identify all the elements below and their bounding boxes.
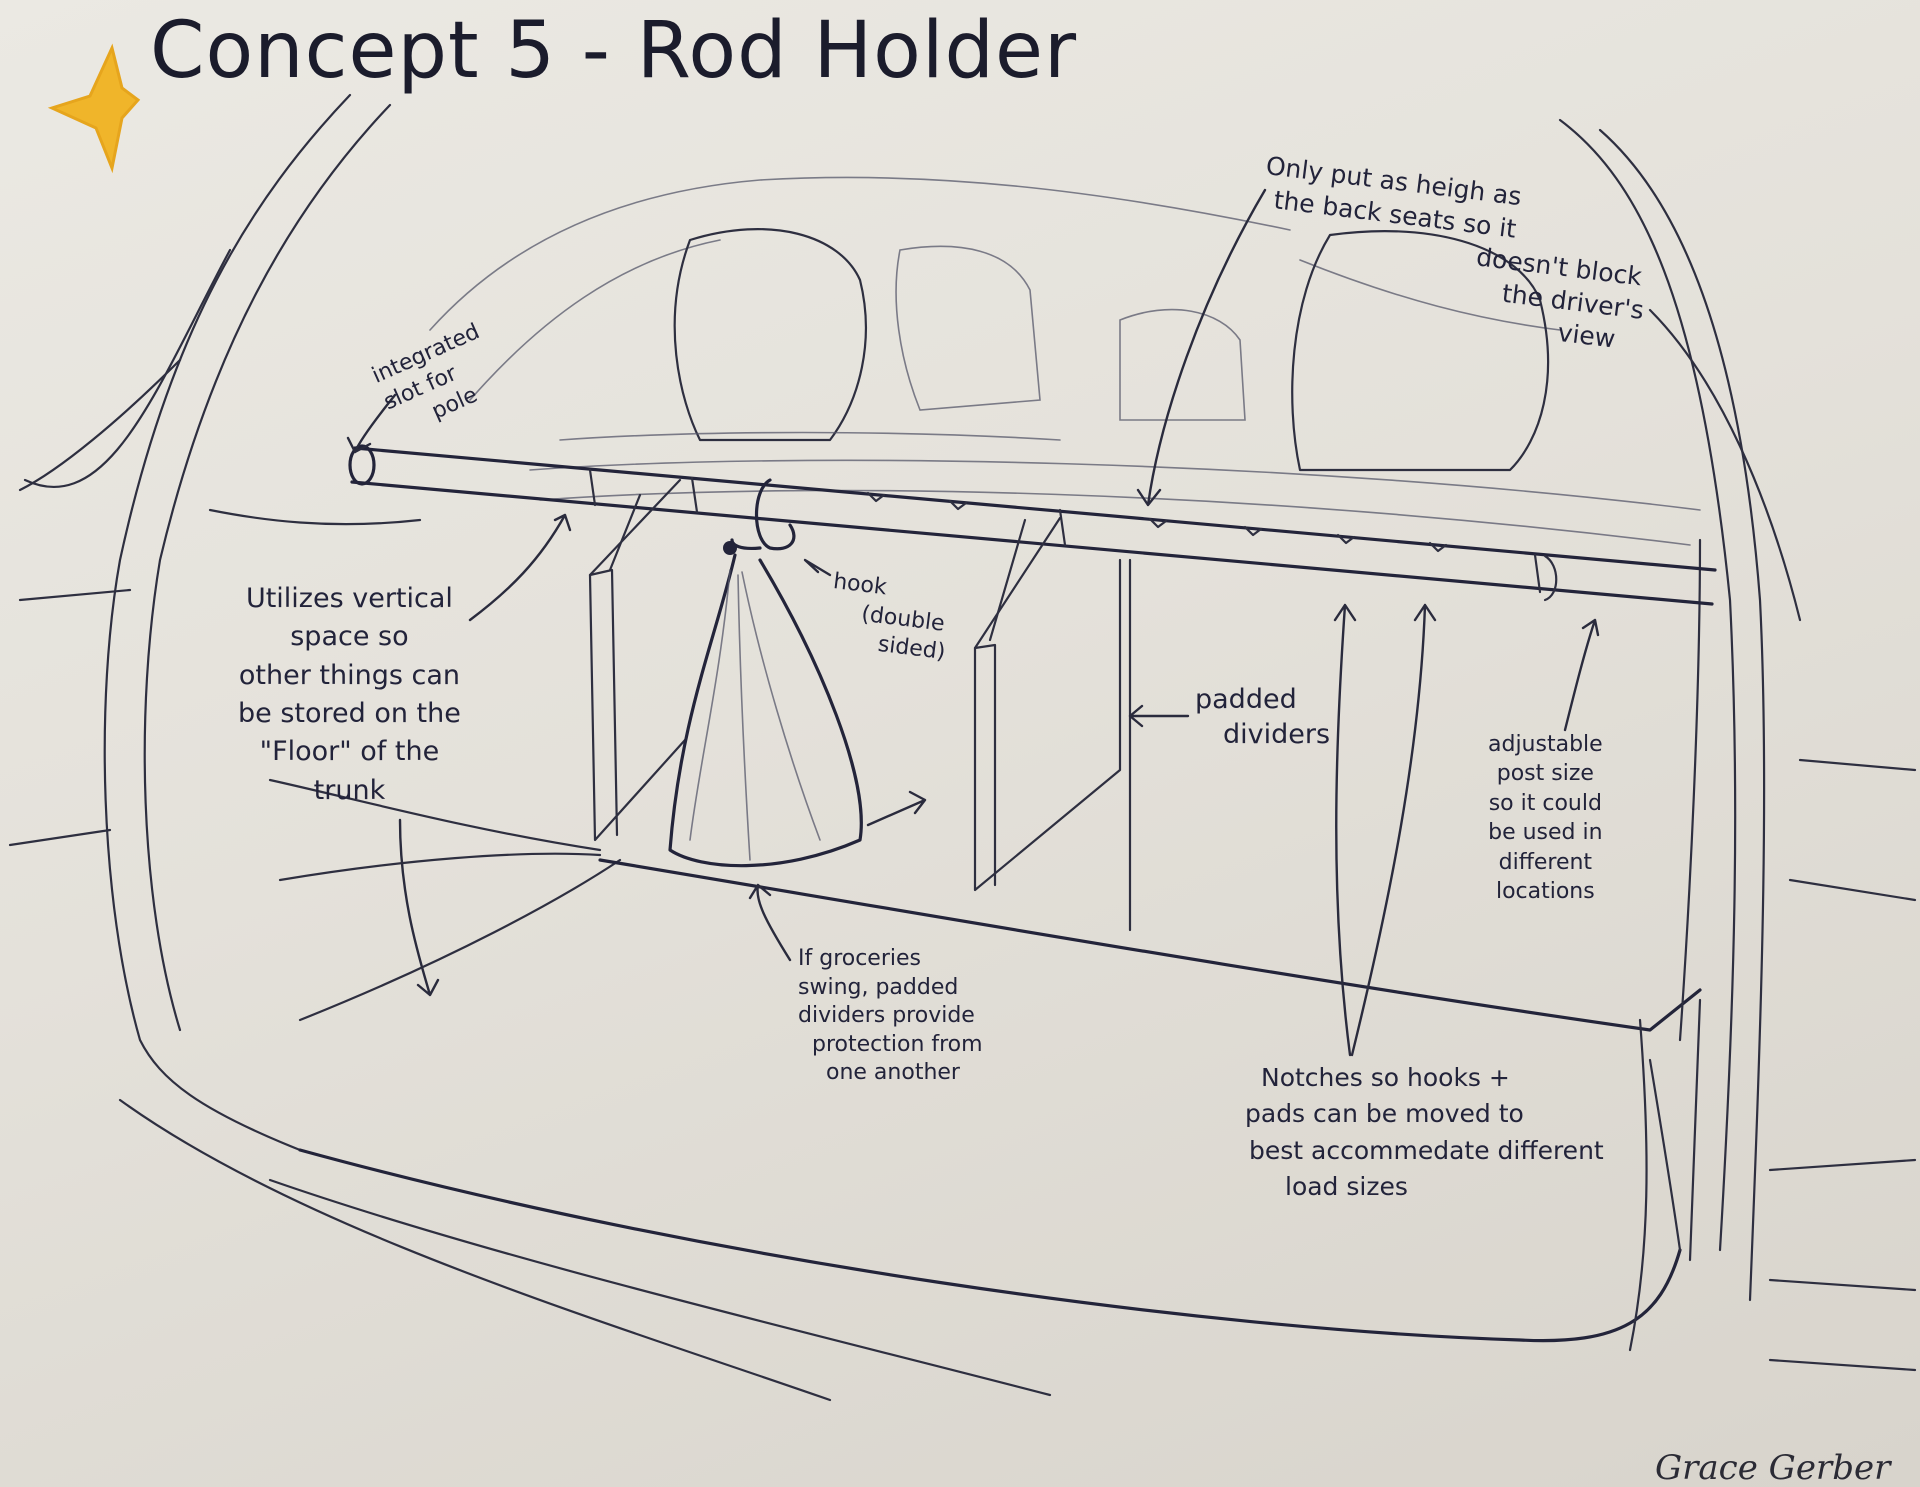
note-vertical-space: Utilizes vertical space so other things … (238, 583, 461, 806)
trunk-floor (208, 508, 1702, 1352)
car-right-side (1558, 118, 1917, 1372)
author-signature: Grace Gerber (1655, 1448, 1891, 1487)
page-title: Concept 5 - Rod Holder (150, 6, 1078, 96)
trunk-opening-outline (8, 93, 1682, 1402)
star-icon (47, 43, 141, 174)
note-groceries: If groceries swing, padded dividers prov… (798, 946, 983, 1086)
grocery-bag (668, 541, 927, 868)
note-padded-dividers: padded dividers (1195, 684, 1331, 751)
rod (348, 444, 1717, 606)
annotation-arrows (346, 188, 1600, 1057)
note-adjustable: adjustable post size so it could be used… (1488, 732, 1603, 905)
hook (730, 478, 796, 551)
note-hook: hook (double sided) (831, 568, 947, 666)
padded-divider-left (588, 478, 687, 842)
note-notches: Notches so hooks + pads can be moved to … (1245, 1063, 1604, 1201)
padded-divider-right (973, 516, 1122, 892)
rear-cabin (429, 176, 1701, 546)
